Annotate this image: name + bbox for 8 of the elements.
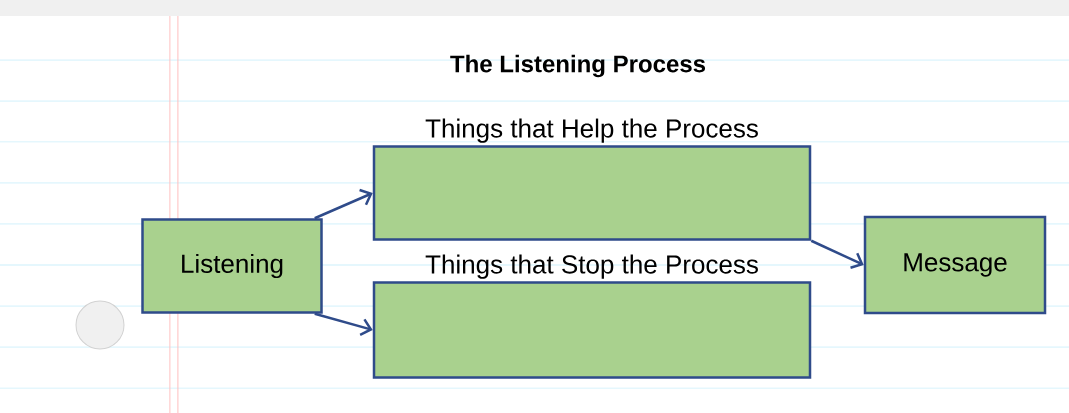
box-heading: Things that Help the Process	[425, 118, 758, 143]
title: The Listening Process	[450, 54, 706, 78]
process-box: Message	[863, 215, 1047, 315]
arrow	[810, 239, 864, 269]
process-box: Listening	[141, 218, 323, 314]
arrow	[314, 188, 373, 220]
arrow	[314, 312, 373, 336]
box-heading: Things that Stop the Process	[425, 254, 758, 279]
